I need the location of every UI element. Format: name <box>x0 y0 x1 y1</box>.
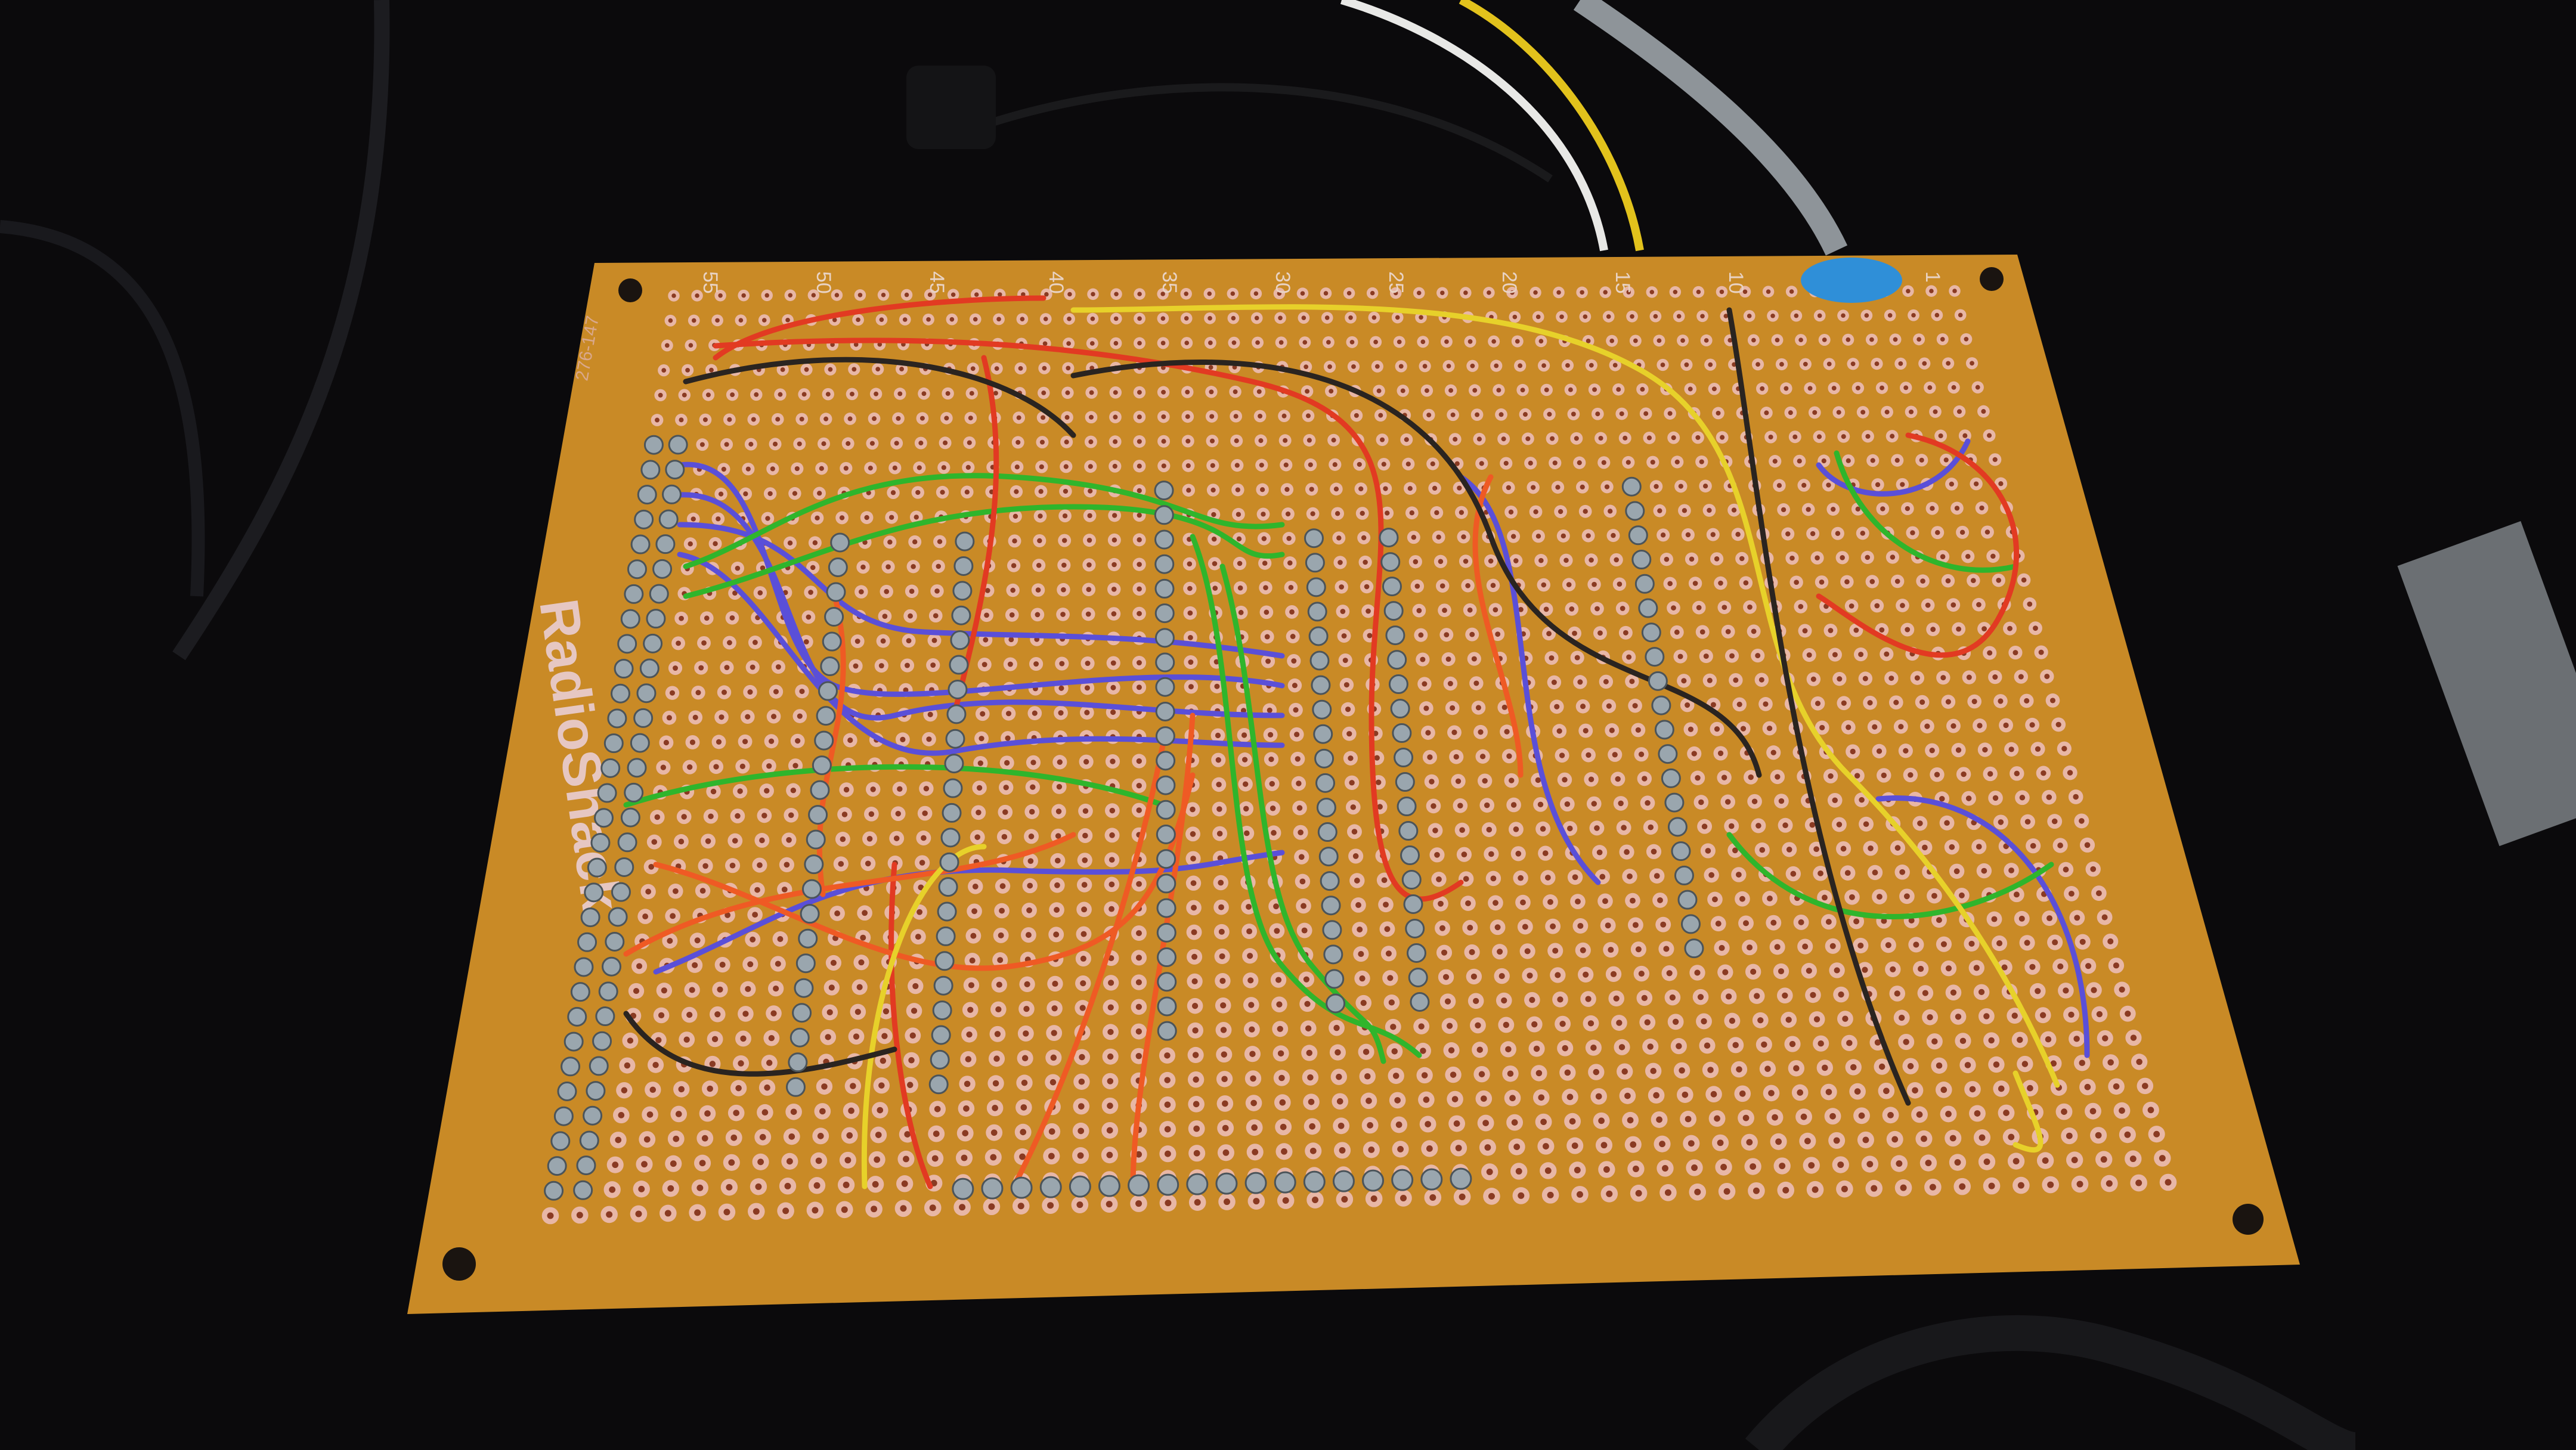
black-wires <box>623 307 1911 1106</box>
column-label: 25 <box>1385 271 1407 294</box>
column-labels: 55 50 45 40 35 30 25 20 15 10 1 <box>699 271 1944 294</box>
column-label: 10 <box>1724 271 1747 294</box>
red-wires <box>713 295 2020 1189</box>
orange-wires <box>623 474 1524 1189</box>
column-label: 55 <box>699 271 722 294</box>
solder-joints <box>544 435 1704 1201</box>
column-label: 15 <box>1611 271 1634 294</box>
blue-capacitor <box>1801 258 1902 303</box>
green-wires <box>623 450 2054 1064</box>
mounting-holes <box>442 267 2264 1281</box>
column-label: 30 <box>1271 271 1294 294</box>
column-label: 20 <box>1498 271 1521 294</box>
column-label: 45 <box>925 271 948 294</box>
column-label: 1 <box>1921 271 1944 283</box>
yellow-wires <box>861 304 2060 1189</box>
column-label: 35 <box>1158 271 1181 294</box>
column-label: 50 <box>812 271 835 294</box>
column-label: 40 <box>1045 271 1067 294</box>
